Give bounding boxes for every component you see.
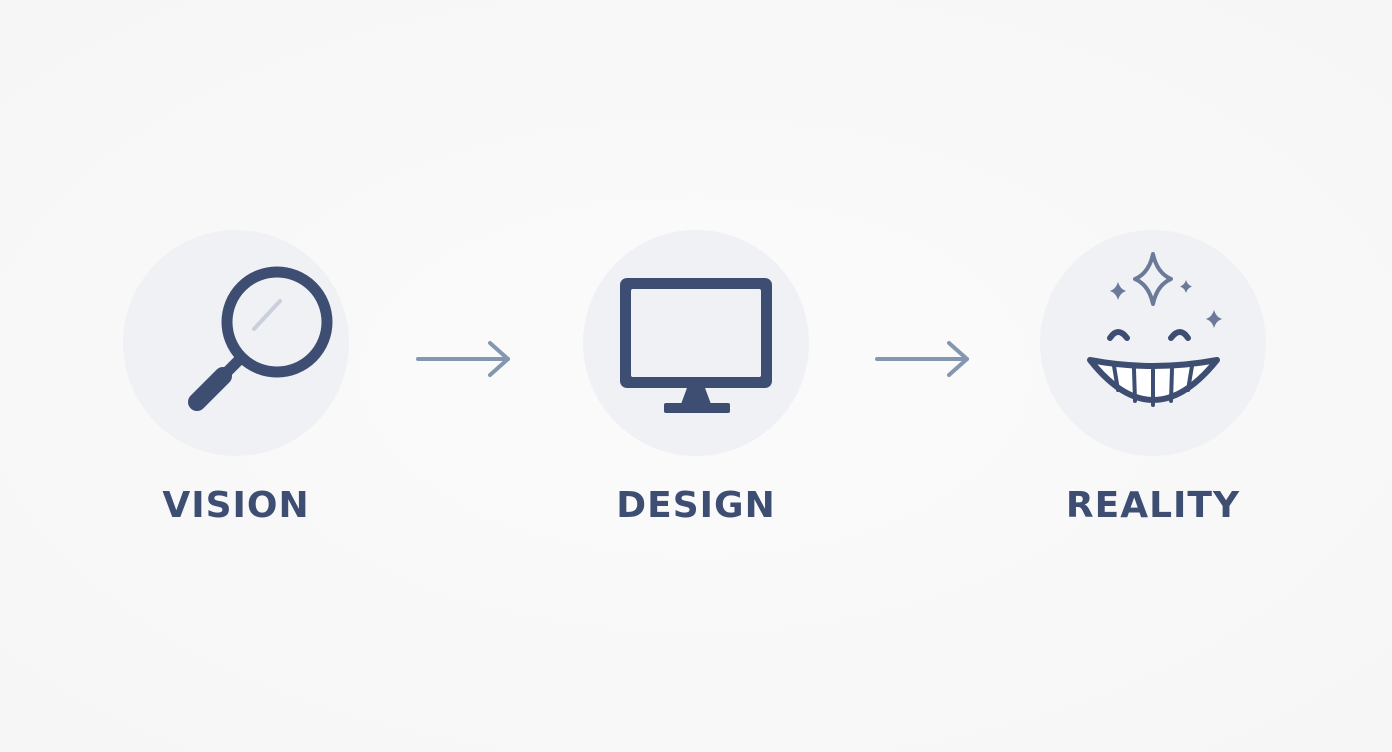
sparkle-small-icon: [1110, 282, 1126, 300]
step-vision: VISION: [86, 230, 386, 524]
left-eye: [1107, 329, 1130, 341]
sparkle-small-icon: [1206, 310, 1222, 328]
sparkle-large-icon: [1133, 252, 1173, 306]
step-label-vision: VISION: [162, 485, 310, 526]
step-label-design: DESIGN: [616, 485, 776, 526]
step-label-reality: REALITY: [1065, 485, 1241, 526]
reality-icon-circle: [1040, 230, 1266, 456]
vision-icon-circle: [123, 230, 349, 456]
step-design: DESIGN: [546, 230, 846, 524]
design-icon-circle: [583, 230, 809, 456]
sparkle-small-icon: [1180, 280, 1192, 293]
monitor-icon: [620, 278, 772, 413]
magnifying-glass-icon: [188, 266, 333, 411]
arrow-right-icon: [416, 341, 510, 377]
step-reality: REALITY: [1003, 230, 1303, 524]
smiling-face-sparkles-icon: [1087, 252, 1222, 407]
arrow-right-icon: [875, 341, 969, 377]
right-eye: [1168, 329, 1191, 341]
